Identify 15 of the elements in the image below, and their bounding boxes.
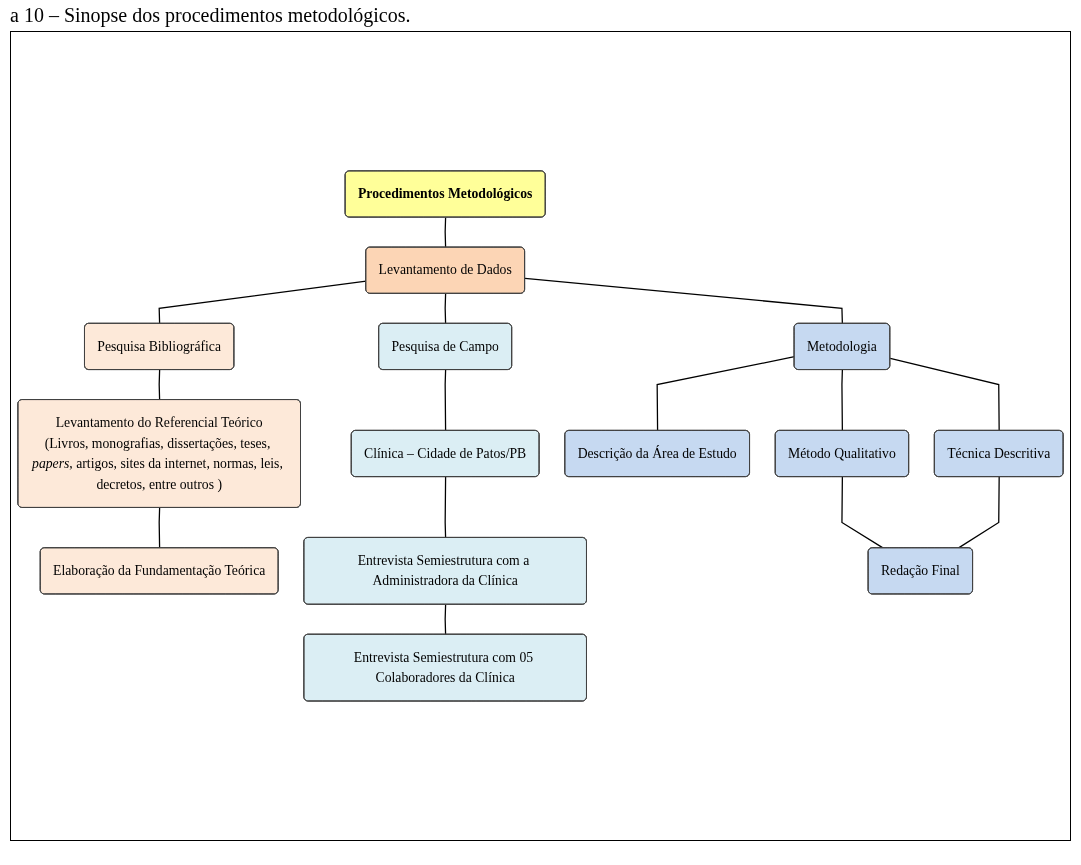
connector (957, 476, 1000, 549)
connector (444, 476, 447, 539)
connector (841, 369, 843, 432)
connector (158, 507, 161, 549)
connector (444, 293, 447, 325)
connector (656, 356, 796, 432)
connector (158, 369, 161, 401)
connector (444, 369, 447, 432)
connector (158, 280, 367, 325)
connector (444, 604, 447, 636)
figure-title: a 10 – Sinopse dos procedimentos metodológicos. (10, 4, 412, 27)
connector (444, 216, 447, 249)
connector (524, 277, 843, 325)
connector (841, 476, 884, 549)
connector (889, 357, 1000, 432)
